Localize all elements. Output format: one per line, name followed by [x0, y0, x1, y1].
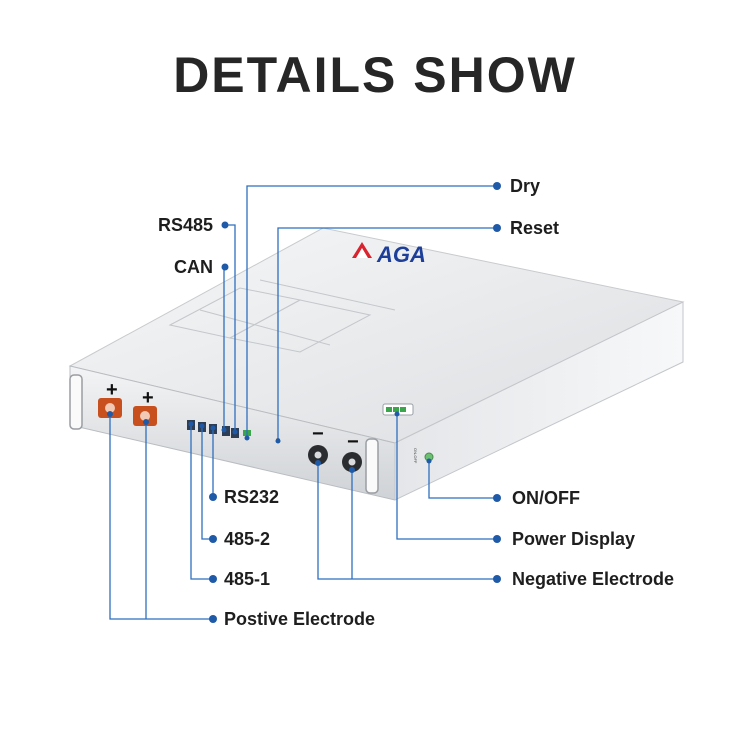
label-can: CAN: [174, 257, 213, 277]
power-display: [382, 403, 414, 416]
label-power-display: Power Display: [512, 529, 635, 549]
dot-positive-end: [209, 615, 217, 623]
label-485-2: 485-2: [224, 529, 270, 549]
minus-mark-2: −: [347, 431, 359, 453]
label-rs232: RS232: [224, 487, 279, 507]
battery-side-face: [394, 301, 684, 501]
dot-negative-end: [493, 575, 501, 583]
plus-mark-2: +: [142, 387, 154, 409]
callout-labels: Dry Reset RS485 CAN RS232 485-2 485-1 Po…: [158, 176, 674, 629]
left-handle: [69, 374, 83, 430]
negative-terminals: − −: [308, 423, 362, 472]
dot-485-2-end: [209, 535, 217, 543]
callout-line-onoff: [428, 461, 497, 499]
plus-mark-1: +: [106, 379, 118, 401]
positive-terminals: + +: [98, 379, 157, 426]
label-rs485: RS485: [158, 215, 213, 235]
label-positive-electrode: Postive Electrode: [224, 609, 375, 629]
dot-dry-end: [493, 182, 501, 190]
label-reset: Reset: [510, 218, 559, 238]
dot-rs485-end: [221, 221, 229, 229]
dot-485-1-end: [209, 575, 217, 583]
callout-line-positive: [109, 414, 213, 620]
minus-mark-1: −: [312, 423, 324, 445]
dot-can-end: [221, 263, 229, 271]
callout-line-reset: [277, 227, 497, 441]
page-title: DETAILS SHOW: [173, 47, 577, 103]
label-on-off: ON/OFF: [512, 488, 580, 508]
dot-reset-end: [493, 224, 501, 232]
label-485-1: 485-1: [224, 569, 270, 589]
dot-power-end: [493, 535, 501, 543]
right-handle: [365, 438, 379, 494]
battery-body: [68, 227, 685, 501]
brand-logo: AGA: [352, 242, 426, 267]
brand-name: AGA: [376, 242, 426, 267]
callout-dots: [107, 182, 501, 623]
label-negative-electrode: Negative Electrode: [512, 569, 674, 589]
label-dry: Dry: [510, 176, 540, 196]
callout-line-negative: [317, 463, 497, 580]
on-off-device-label: ON-OFF: [413, 448, 418, 464]
callout-line-power: [396, 414, 497, 540]
top-emboss-pattern: [168, 279, 396, 353]
callout-line-dry: [246, 185, 497, 438]
callout-line-485-1: [190, 424, 213, 580]
dot-rs232-end: [209, 493, 217, 501]
dot-onoff-end: [493, 494, 501, 502]
